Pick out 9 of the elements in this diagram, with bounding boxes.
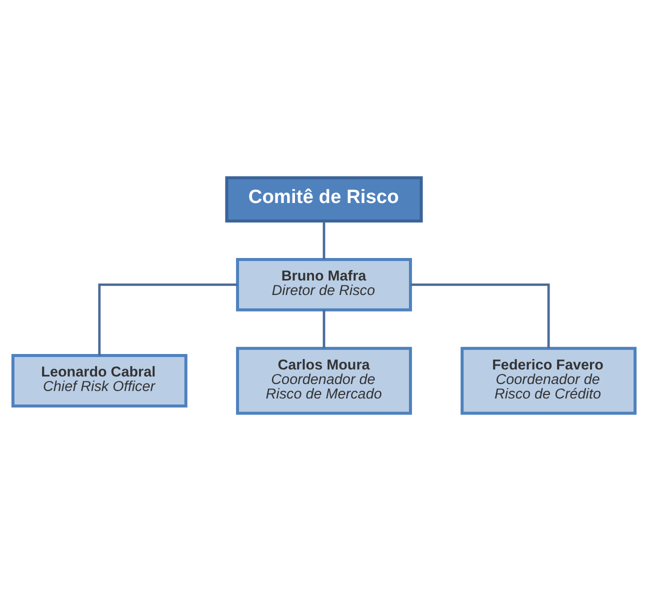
- node-box: Bruno Mafra Diretor de Risco: [236, 257, 412, 311]
- node-box: Carlos Moura Coordenador de Risco de Mercado: [236, 346, 412, 414]
- node-box: Federico Favero Coordenador de Risco de Crédito: [460, 346, 637, 414]
- connector: [410, 283, 550, 348]
- node-box: Leonardo Cabral Chief Risk Officer: [11, 354, 188, 407]
- connector: [98, 283, 238, 356]
- node-box: Comitê de Risco: [225, 176, 423, 222]
- connector: [322, 309, 326, 348]
- connector: [322, 220, 326, 259]
